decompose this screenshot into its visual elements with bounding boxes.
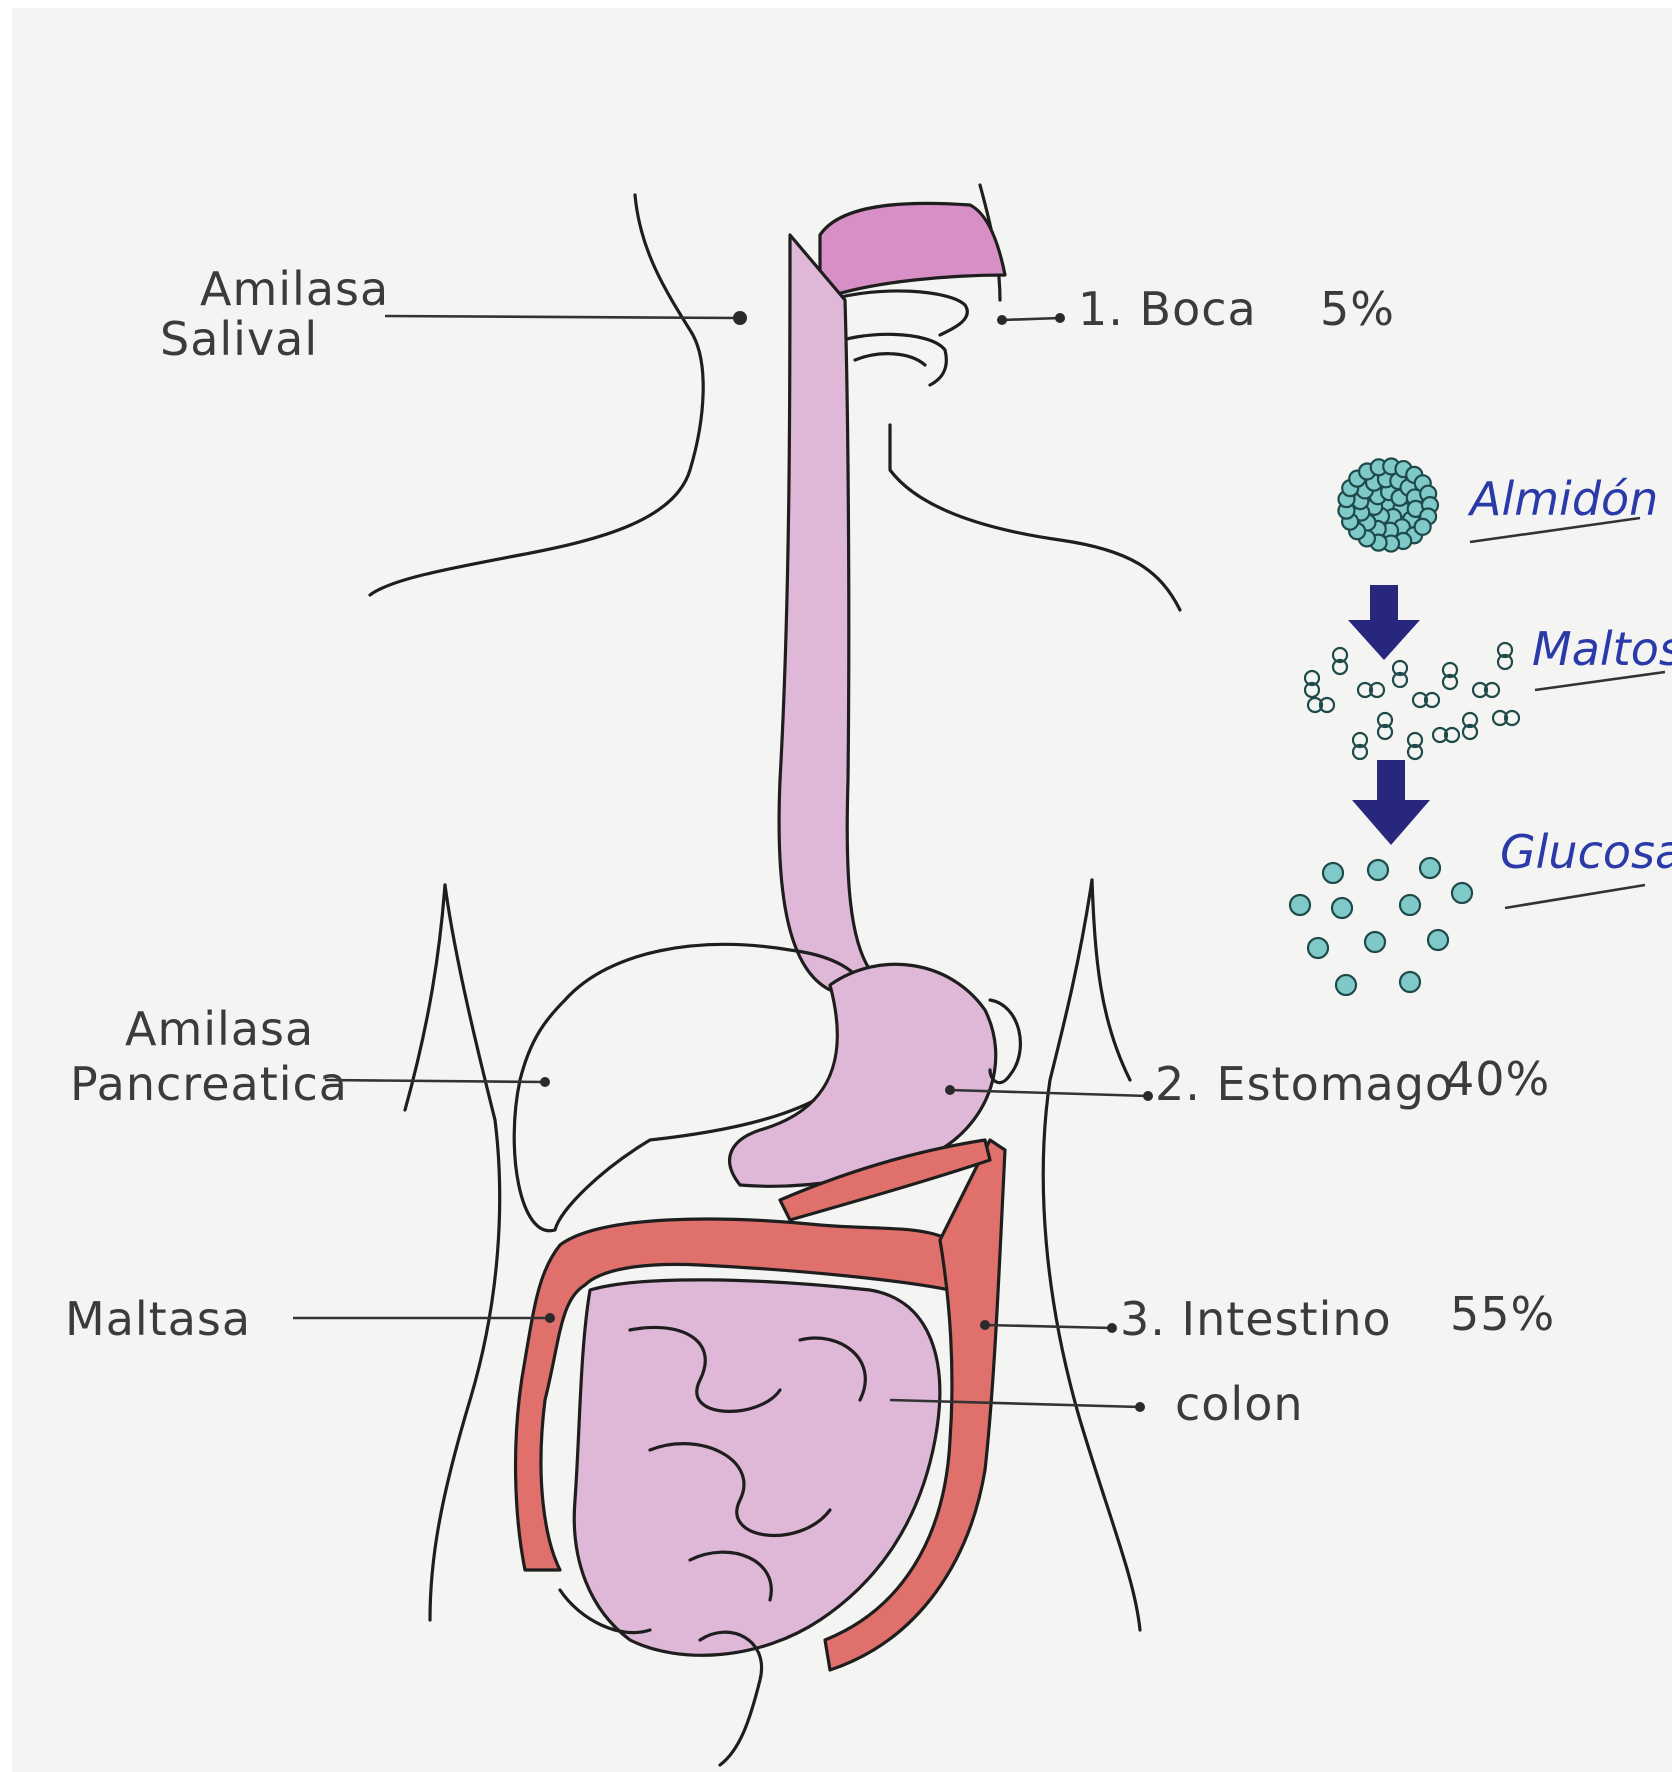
label-estomago-percent: 40% bbox=[1445, 1052, 1550, 1106]
label-intestino: 3. Intestino bbox=[1120, 1292, 1392, 1346]
label-colon: colon bbox=[1175, 1377, 1304, 1431]
glucose-bead bbox=[1400, 895, 1420, 915]
label-amilasa-salival-2: Salival bbox=[160, 312, 318, 366]
glucose-bead bbox=[1323, 863, 1343, 883]
label-boca-percent: 5% bbox=[1320, 282, 1395, 336]
label-amilasa-pancreatica-2: Pancreatica bbox=[70, 1057, 348, 1111]
glucose-bead bbox=[1336, 975, 1356, 995]
label-estomago: 2. Estomago bbox=[1155, 1057, 1454, 1111]
glucose-bead bbox=[1428, 930, 1448, 950]
glucose-bead bbox=[1365, 932, 1385, 952]
glucose-bead bbox=[1420, 858, 1440, 878]
label-maltasa: Maltasa bbox=[65, 1292, 251, 1346]
glucose-bead bbox=[1368, 860, 1388, 880]
glucose-bead bbox=[1332, 898, 1352, 918]
glucose-bead bbox=[1308, 938, 1328, 958]
label-almidon: Almidón bbox=[1467, 472, 1658, 526]
label-boca: 1. Boca bbox=[1078, 282, 1257, 336]
glucose-bead bbox=[1400, 972, 1420, 992]
glucose-bead bbox=[1452, 883, 1472, 903]
label-amilasa-salival-1: Amilasa bbox=[200, 262, 389, 316]
label-intestino-percent: 55% bbox=[1450, 1287, 1555, 1341]
label-maltosa: Maltosa bbox=[1532, 622, 1672, 676]
starch-bead bbox=[1415, 519, 1431, 535]
label-amilasa-pancreatica-1: Amilasa bbox=[125, 1002, 314, 1056]
label-glucosa: Glucosa bbox=[1500, 825, 1672, 879]
glucose-bead bbox=[1290, 895, 1310, 915]
